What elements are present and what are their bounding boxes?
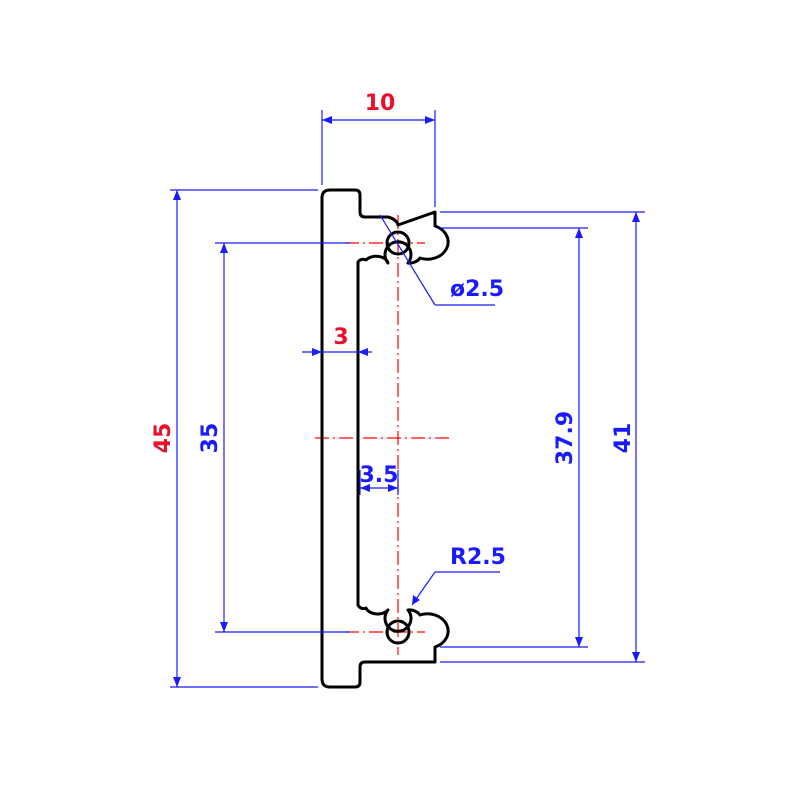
label-wall-thickness: 3 bbox=[333, 325, 348, 350]
arrowheads bbox=[173, 116, 640, 687]
dimension-lines bbox=[170, 110, 645, 688]
label-inner-height: 35 bbox=[198, 423, 223, 454]
label-total-height: 45 bbox=[151, 423, 176, 454]
centerlines bbox=[315, 215, 450, 655]
label-offset: 3.5 bbox=[360, 463, 399, 488]
label-width-top: 10 bbox=[365, 91, 396, 116]
label-fillet-radius: R2.5 bbox=[450, 545, 506, 570]
top-hole bbox=[385, 230, 411, 256]
label-flange-height: 41 bbox=[611, 423, 636, 454]
bottom-hole bbox=[385, 619, 411, 645]
profile-outline bbox=[320, 188, 450, 689]
label-pitch-height: 37.9 bbox=[553, 411, 578, 465]
label-hole-diameter: ø2.5 bbox=[450, 277, 504, 302]
leader-hole bbox=[379, 214, 436, 306]
